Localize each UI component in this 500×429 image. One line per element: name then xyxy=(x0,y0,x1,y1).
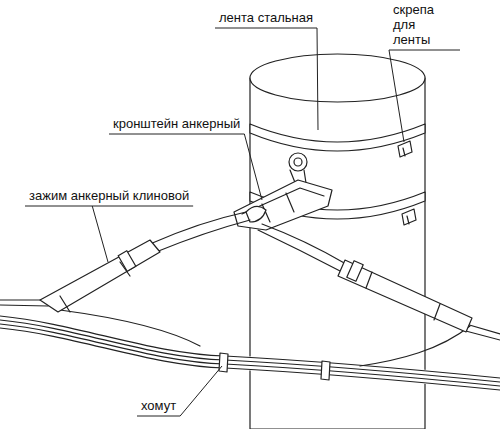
band-clip xyxy=(398,141,416,225)
leader-line xyxy=(25,206,193,207)
part-label: кронштейн анкерный xyxy=(112,116,241,131)
part-label: зажим анкерный клиновой xyxy=(28,188,190,203)
cable-bundle xyxy=(0,310,500,390)
leader-line xyxy=(215,28,318,130)
anchor-bracket xyxy=(234,153,332,230)
leader-line xyxy=(389,50,460,142)
bail-wire xyxy=(150,212,346,272)
part-label: скрепа для ленты xyxy=(392,2,457,47)
bundle-clamp xyxy=(219,353,330,380)
wedge-clamp xyxy=(40,240,472,332)
leader-line xyxy=(137,366,222,416)
part-label: лента стальная xyxy=(218,10,314,25)
leader-line xyxy=(92,206,108,262)
part-label: хомут xyxy=(140,398,177,413)
